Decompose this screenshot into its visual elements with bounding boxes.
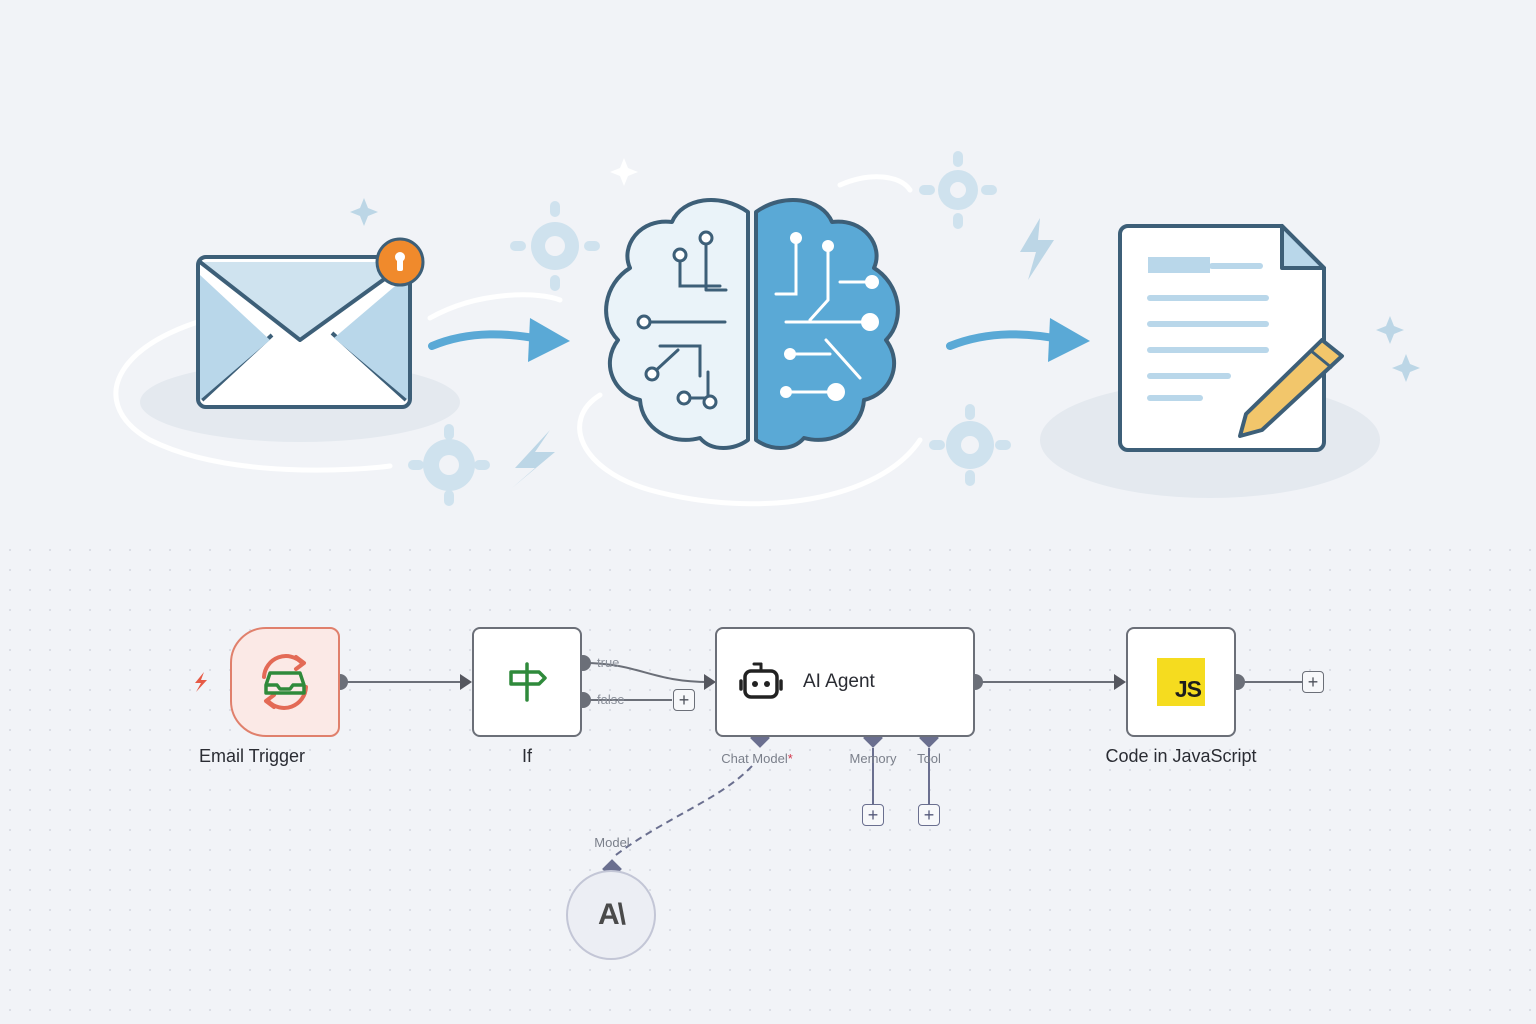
ai-agent-title: AI Agent xyxy=(803,671,875,692)
tool-port-label: Tool xyxy=(917,751,941,766)
javascript-icon: JS xyxy=(1157,658,1205,706)
robot-icon xyxy=(739,662,783,699)
code-javascript-node[interactable]: JS xyxy=(1126,627,1236,737)
true-branch-label: true xyxy=(597,655,620,670)
document-pencil-icon xyxy=(1118,224,1344,452)
add-false-branch-button[interactable]: + xyxy=(673,689,695,711)
sparkle-icon xyxy=(350,158,1420,382)
add-next-node-button[interactable]: + xyxy=(1302,671,1324,693)
inbox-refresh-icon xyxy=(262,654,308,710)
signpost-icon xyxy=(509,662,547,702)
code-javascript-label: Code in JavaScript xyxy=(1105,746,1257,766)
if-label: If xyxy=(521,746,533,766)
if-node[interactable] xyxy=(472,627,582,737)
lightning-icon xyxy=(512,430,555,488)
workflow-canvas-grid xyxy=(0,540,1536,1024)
trigger-bolt-icon xyxy=(195,672,207,692)
email-trigger-label: Email Trigger xyxy=(198,746,306,766)
add-tool-button[interactable]: + xyxy=(918,804,940,826)
envelope-icon xyxy=(196,237,425,409)
anthropic-model-node[interactable]: A\ xyxy=(566,870,656,960)
anthropic-logo-icon: A\ xyxy=(598,898,626,931)
lightning-icon xyxy=(1020,218,1054,280)
model-port-label: Model xyxy=(594,835,630,850)
gear-icon xyxy=(423,170,994,491)
hero-illustration xyxy=(113,151,1420,507)
ai-agent-node[interactable]: AI Agent xyxy=(715,627,975,737)
email-trigger-node[interactable] xyxy=(230,627,340,737)
false-branch-label: false xyxy=(597,692,625,707)
chat-model-port-label: Chat Model* xyxy=(721,751,793,766)
brain-circuit-icon xyxy=(604,197,900,450)
memory-port-label: Memory xyxy=(849,751,897,766)
flow-arrow-icon xyxy=(428,318,1090,362)
add-memory-button[interactable]: + xyxy=(862,804,884,826)
